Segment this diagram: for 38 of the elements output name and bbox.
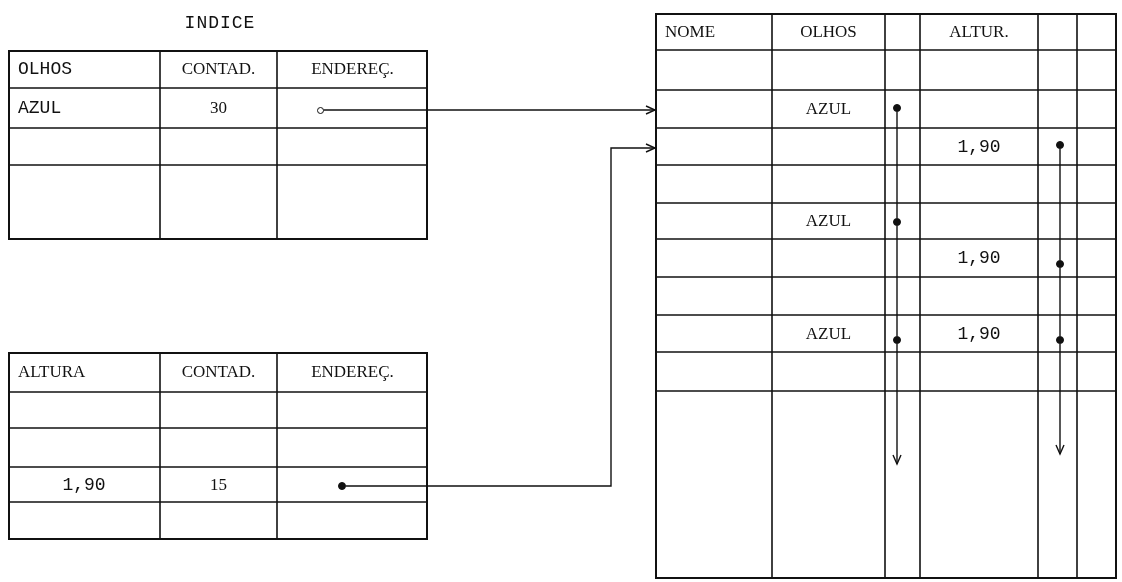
column-header: OLHOS xyxy=(17,58,73,81)
column-header: ENDEREÇ. xyxy=(310,58,395,80)
cell-value: AZUL xyxy=(804,322,853,345)
arrow xyxy=(322,105,656,115)
cell-value: 1,90 xyxy=(956,247,1002,270)
data-table xyxy=(8,352,428,540)
pointer-dot xyxy=(893,336,901,344)
arrow xyxy=(892,343,902,465)
arrow xyxy=(1055,343,1065,455)
column-header: CONTAD. xyxy=(180,58,257,80)
cell-value: AZUL xyxy=(804,210,853,232)
column-header: OLHOS xyxy=(799,20,858,43)
connector-line xyxy=(896,111,898,219)
pointer-dot xyxy=(893,218,901,226)
pointer-dot xyxy=(1056,336,1064,344)
column-header: ALTURA xyxy=(17,361,87,383)
column-header: NOME xyxy=(664,20,717,43)
arrow xyxy=(345,143,656,487)
pointer-dot xyxy=(338,482,346,490)
connector-line xyxy=(1059,148,1061,261)
cell-value: 30 xyxy=(209,97,228,119)
cell-value: 1,90 xyxy=(956,135,1002,159)
data-table xyxy=(655,13,1117,579)
pointer-dot xyxy=(893,104,901,112)
connector-line xyxy=(1059,267,1061,337)
cell-value: AZUL xyxy=(17,97,63,120)
connector-line xyxy=(896,225,898,337)
column-header: ENDEREÇ. xyxy=(310,361,395,383)
column-header: CONTAD. xyxy=(180,361,257,383)
table-title: INDICE xyxy=(183,12,257,35)
cell-value: AZUL xyxy=(804,98,853,120)
pointer-dot xyxy=(1056,141,1064,149)
pointer-dot xyxy=(1056,260,1064,268)
pointer-dot xyxy=(316,106,324,114)
column-header: ALTUR. xyxy=(948,20,1010,43)
cell-value: 1,90 xyxy=(61,473,107,497)
cell-value: 15 xyxy=(209,473,228,496)
cell-value: 1,90 xyxy=(956,322,1002,346)
